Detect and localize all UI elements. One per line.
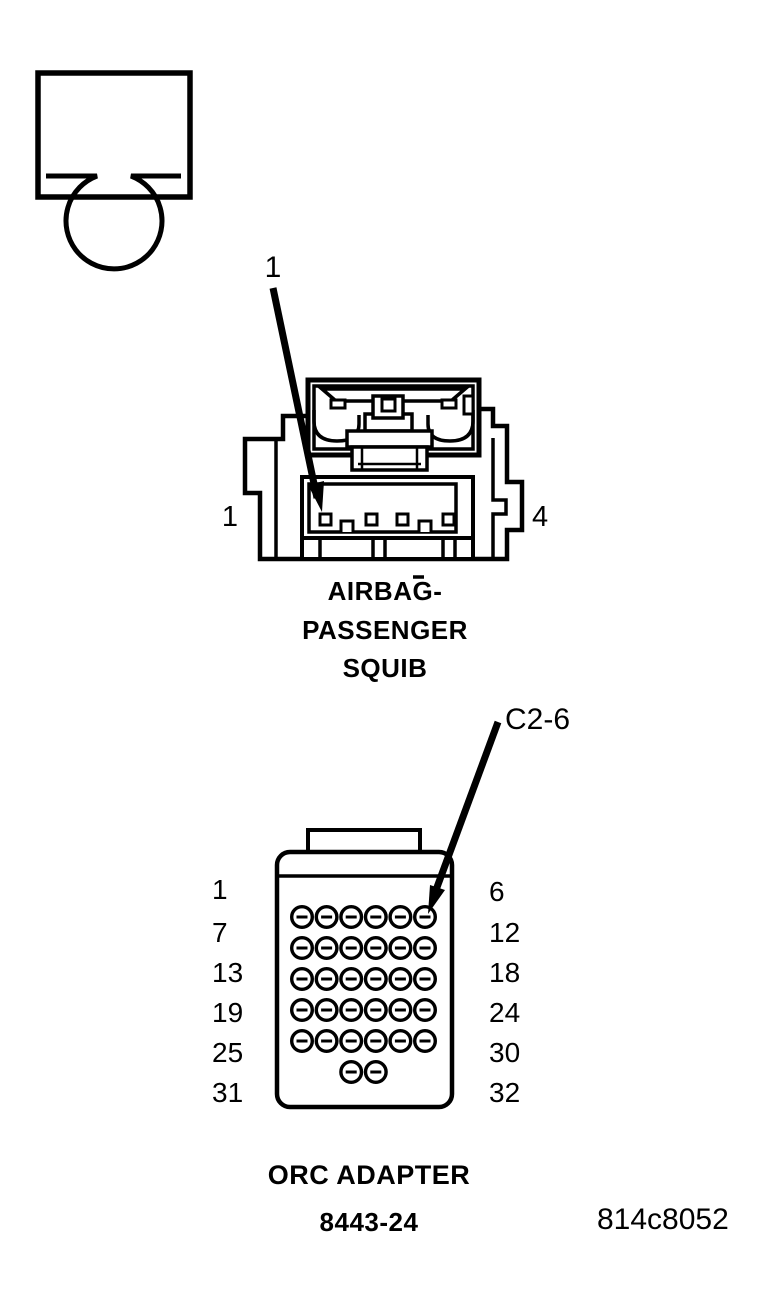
- squib-pin4-label: 4: [532, 501, 549, 533]
- figure-code: 814c8052: [597, 1203, 729, 1236]
- squib-cavity-bump-left: [339, 519, 355, 532]
- omega-box: [35, 70, 193, 200]
- squib-pin-4: [441, 512, 456, 527]
- squib-connector-drawing: [242, 287, 525, 579]
- squib-caption: AIRBAG- PASSENGER SQUIB: [245, 572, 525, 688]
- squib-latch-notch: [380, 397, 397, 413]
- orc-left-pin-label-19: 19: [212, 997, 244, 1028]
- squib-callout-label: 1: [264, 251, 282, 284]
- squib-base-dividers: [318, 538, 457, 559]
- orc-right-pin-label-30: 30: [489, 1037, 521, 1068]
- squib-caption-line-1: AIRBAG-: [327, 576, 443, 606]
- squib-pin-2: [364, 512, 379, 527]
- squib-pin-1: [318, 512, 333, 527]
- omega-glyph: [46, 173, 181, 272]
- orc-right-pin-label-24: 24: [489, 997, 521, 1028]
- squib-lock-bar-step-right: [440, 398, 458, 410]
- squib-pin1-label: 1: [221, 501, 238, 533]
- orc-left-pin-label-25: 25: [212, 1037, 244, 1068]
- orc-caption: ORC ADAPTER: [267, 1160, 471, 1190]
- squib-latch-block: [345, 429, 434, 449]
- orc-right-pin-label-12: 12: [489, 917, 521, 948]
- squib-caption-line-2: PASSENGER: [302, 614, 468, 645]
- orc-callout-label: C2-6: [505, 703, 571, 736]
- orc-left-pin-label-1: 1: [212, 874, 228, 905]
- orc-left-pin-label-7: 7: [212, 917, 228, 948]
- squib-pin-3: [395, 512, 410, 527]
- squib-latch-foot-detail: [358, 447, 421, 470]
- orc-callout-arrow: [428, 720, 502, 914]
- orc-right-pin-label-18: 18: [489, 957, 521, 988]
- orc-part-number: 8443-24: [319, 1207, 419, 1237]
- squib-lock-bar-step-left: [329, 398, 347, 410]
- squib-cavity-bump-right: [417, 519, 433, 532]
- squib-caption-line-3: SQUIB: [342, 653, 428, 683]
- orc-top-tab: [306, 828, 422, 855]
- squib-right-inner-wall: [491, 438, 508, 559]
- squib-callout-arrow: [269, 287, 324, 512]
- orc-left-pin-label-31: 31: [212, 1077, 244, 1108]
- orc-left-pin-label-13: 13: [212, 957, 244, 988]
- orc-right-pin-label-6: 6: [489, 876, 505, 907]
- squib-base-strip: [300, 536, 475, 561]
- squib-keyway: [462, 394, 475, 416]
- orc-adapter-drawing: [274, 720, 502, 1110]
- orc-right-pin-label-32: 32: [489, 1077, 521, 1108]
- orc-pin-grid: [290, 905, 438, 1084]
- omega-resistance-icon: [35, 70, 193, 272]
